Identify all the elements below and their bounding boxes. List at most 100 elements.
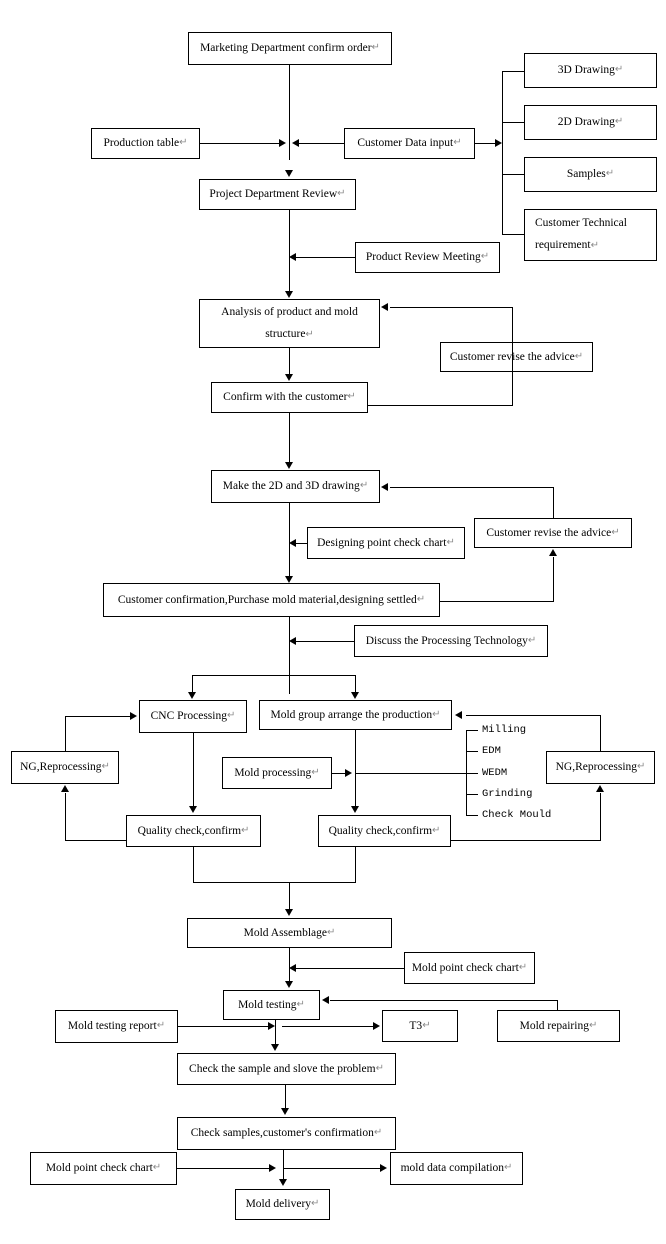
node-designing-point-check-chart[interactable]: Designing point check chart↵ — [307, 527, 465, 559]
pilcrow-mark: ↵ — [590, 240, 599, 251]
pilcrow-mark: ↵ — [574, 350, 584, 362]
node-label: 2D Drawing — [557, 116, 615, 129]
arrowhead-ng-right — [596, 785, 604, 792]
node-mold-point-check-chart-2[interactable]: Mold point check chart↵ — [30, 1152, 177, 1185]
edge-branch-technical — [502, 234, 524, 235]
node-3d-drawing[interactable]: 3D Drawing↵ — [524, 53, 657, 88]
arrowhead-to-mold-delivery — [279, 1179, 287, 1186]
node-check-samples-customer-confirmation[interactable]: Check samples,customer's confirmation↵ — [177, 1117, 396, 1150]
edge-customer-data-to-junction — [298, 143, 344, 144]
pilcrow-mark: ↵ — [504, 1162, 513, 1174]
edge-mold-point-chart1-to-main — [296, 968, 404, 969]
node-2d-drawing[interactable]: 2D Drawing↵ — [524, 105, 657, 140]
node-quality-check-left[interactable]: Quality check,confirm↵ — [126, 815, 261, 847]
node-label: Check samples,customer's confirmation — [190, 1127, 374, 1140]
node-mold-delivery[interactable]: Mold delivery↵ — [235, 1189, 330, 1220]
node-t3[interactable]: T3↵ — [382, 1010, 458, 1042]
node-ng-reprocessing-right[interactable]: NG,Reprocessing↵ — [546, 751, 655, 784]
edge-customer-data-to-branch — [475, 143, 499, 144]
edge-branch-3d — [502, 71, 524, 72]
node-label-line2: structure↵ — [265, 327, 314, 340]
node-quality-check-right[interactable]: Quality check,confirm↵ — [318, 815, 451, 847]
node-customer-revise-advice-1[interactable]: Customer revise the advice↵ — [440, 342, 593, 372]
node-customer-technical-requirement[interactable]: Customer Technical requirement↵ — [524, 209, 657, 261]
node-analysis-product-mold-structure[interactable]: Analysis of product and mold structure↵ — [199, 299, 380, 348]
node-label-line1: Customer Technical — [535, 217, 627, 230]
node-check-sample-solve-problem[interactable]: Check the sample and slove the problem↵ — [177, 1053, 396, 1085]
node-product-review-meeting[interactable]: Product Review Meeting↵ — [355, 242, 500, 273]
node-discuss-processing-technology[interactable]: Discuss the Processing Technology↵ — [354, 625, 548, 657]
edge-branch-trunk — [502, 71, 503, 234]
node-marketing-confirm-order[interactable]: Marketing Department confirm order↵ — [188, 32, 392, 65]
arrowhead-to-project-review — [285, 170, 293, 177]
edge-quality-left-to-ng — [65, 840, 126, 841]
pilcrow-mark: ↵ — [416, 593, 426, 605]
edge-merge-to-assemblage — [193, 882, 356, 883]
edge-discuss-to-main — [296, 641, 354, 642]
node-label: Mold point check chart — [45, 1162, 153, 1175]
node-mold-point-check-chart-1[interactable]: Mold point check chart↵ — [404, 952, 535, 984]
node-label: Mold group arrange the production — [270, 708, 433, 721]
node-project-department-review[interactable]: Project Department Review↵ — [199, 179, 356, 210]
node-mold-processing[interactable]: Mold processing↵ — [222, 757, 332, 789]
node-mold-assemblage[interactable]: Mold Assemblage↵ — [187, 918, 392, 948]
node-samples[interactable]: Samples↵ — [524, 157, 657, 192]
pilcrow-mark: ↵ — [226, 710, 236, 722]
operation-item-milling: Milling — [482, 724, 527, 736]
edge-testing-to-check-sample — [275, 1020, 276, 1046]
arrowhead-to-check-samples — [281, 1108, 289, 1115]
pilcrow-mark: ↵ — [179, 137, 188, 149]
arrowhead-mold-processing — [345, 769, 352, 777]
edge-branch-2d — [502, 122, 524, 123]
arrowhead-to-analysis — [285, 291, 293, 298]
node-label: Check the sample and slove the problem — [189, 1062, 376, 1075]
node-ng-reprocessing-left[interactable]: NG,Reprocessing↵ — [11, 751, 119, 784]
node-make-2d-3d-drawing[interactable]: Make the 2D and 3D drawing↵ — [211, 470, 380, 503]
node-customer-data-input[interactable]: Customer Data input↵ — [344, 128, 475, 159]
edge-check-sample-to-check-samples — [285, 1085, 286, 1110]
node-label: Quality check,confirm — [137, 824, 242, 837]
pilcrow-mark: ↵ — [311, 766, 320, 778]
node-confirm-with-the-customer[interactable]: Confirm with the customer↵ — [211, 382, 368, 413]
arrowhead-to-cnc — [188, 692, 196, 699]
node-label: T3 — [409, 1019, 423, 1032]
node-mold-testing-report[interactable]: Mold testing report↵ — [55, 1010, 178, 1043]
operations-tick-milling — [466, 730, 478, 731]
operations-tick-check-mould — [466, 815, 478, 816]
pilcrow-mark: ↵ — [347, 391, 356, 403]
node-label: Mold testing report — [67, 1020, 157, 1033]
node-label: Customer Data input — [357, 137, 454, 150]
node-cnc-processing[interactable]: CNC Processing↵ — [139, 700, 247, 733]
arrowhead-to-mold-assemblage — [285, 909, 293, 916]
edge-revise2-to-drawing — [390, 487, 554, 488]
node-mold-repairing[interactable]: Mold repairing↵ — [497, 1010, 620, 1042]
node-label: Mold delivery — [245, 1198, 312, 1211]
edge-confirm-to-make-drawing — [289, 413, 290, 463]
arrowhead-data-compilation — [380, 1164, 387, 1172]
arrowhead-branch-entry — [495, 139, 502, 147]
arrowhead-mold-testing-from-repairing — [322, 996, 329, 1004]
node-production-table[interactable]: Production table↵ — [91, 128, 200, 159]
operation-item-wedm: WEDM — [482, 767, 508, 779]
node-customer-confirmation-purchase[interactable]: Customer confirmation,Purchase mold mate… — [103, 583, 440, 617]
edge-ng-right-up — [600, 793, 601, 841]
edge-ng-right-to-mold-group-up — [600, 715, 601, 752]
operation-item-check-mould: Check Mould — [482, 809, 552, 821]
edge-split-horizontal — [192, 675, 356, 676]
node-label: Mold repairing — [519, 1019, 589, 1032]
edge-split-to-mold-group — [355, 675, 356, 693]
edge-junction-to-operations — [356, 773, 466, 774]
operations-tick-edm — [466, 751, 478, 752]
arrowhead-to-mold-testing — [285, 981, 293, 988]
node-mold-testing[interactable]: Mold testing↵ — [223, 990, 320, 1020]
node-mold-data-compilation[interactable]: mold data compilation↵ — [390, 1152, 523, 1185]
node-customer-revise-advice-2[interactable]: Customer revise the advice↵ — [474, 518, 632, 548]
arrowhead-loop-analysis — [381, 303, 388, 311]
node-label: CNC Processing — [150, 710, 227, 723]
edge-production-table-to-junction — [200, 143, 282, 144]
node-label: Discuss the Processing Technology — [365, 634, 528, 647]
node-mold-group-arrange-production[interactable]: Mold group arrange the production↵ — [259, 700, 452, 730]
pilcrow-mark: ↵ — [156, 1020, 166, 1032]
node-label: Mold testing — [238, 998, 297, 1011]
